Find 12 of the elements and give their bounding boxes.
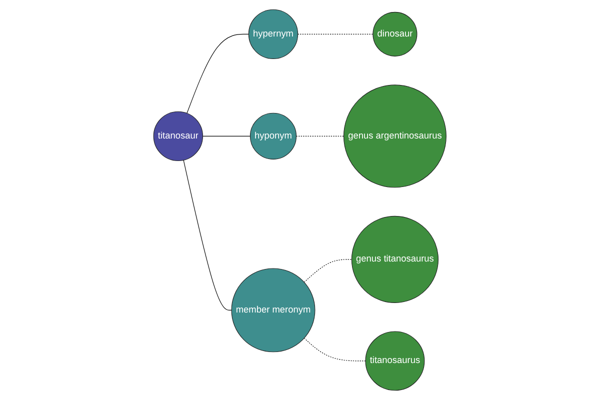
connector — [186, 34, 250, 114]
node-circle: genus titanosaurus — [352, 216, 439, 303]
node-circle: hyponym — [250, 112, 297, 160]
connector — [304, 259, 352, 283]
node-circle: dinosaur — [372, 12, 418, 56]
node-circle: member meronym — [231, 268, 316, 352]
node-circle: titanosaurus — [365, 331, 425, 391]
node-circle: hypernym — [248, 9, 298, 60]
connector — [304, 338, 366, 362]
node-circle: genus argentinosaurus — [344, 84, 447, 188]
connector — [183, 160, 232, 310]
node-circle: titanosaur — [153, 111, 204, 162]
